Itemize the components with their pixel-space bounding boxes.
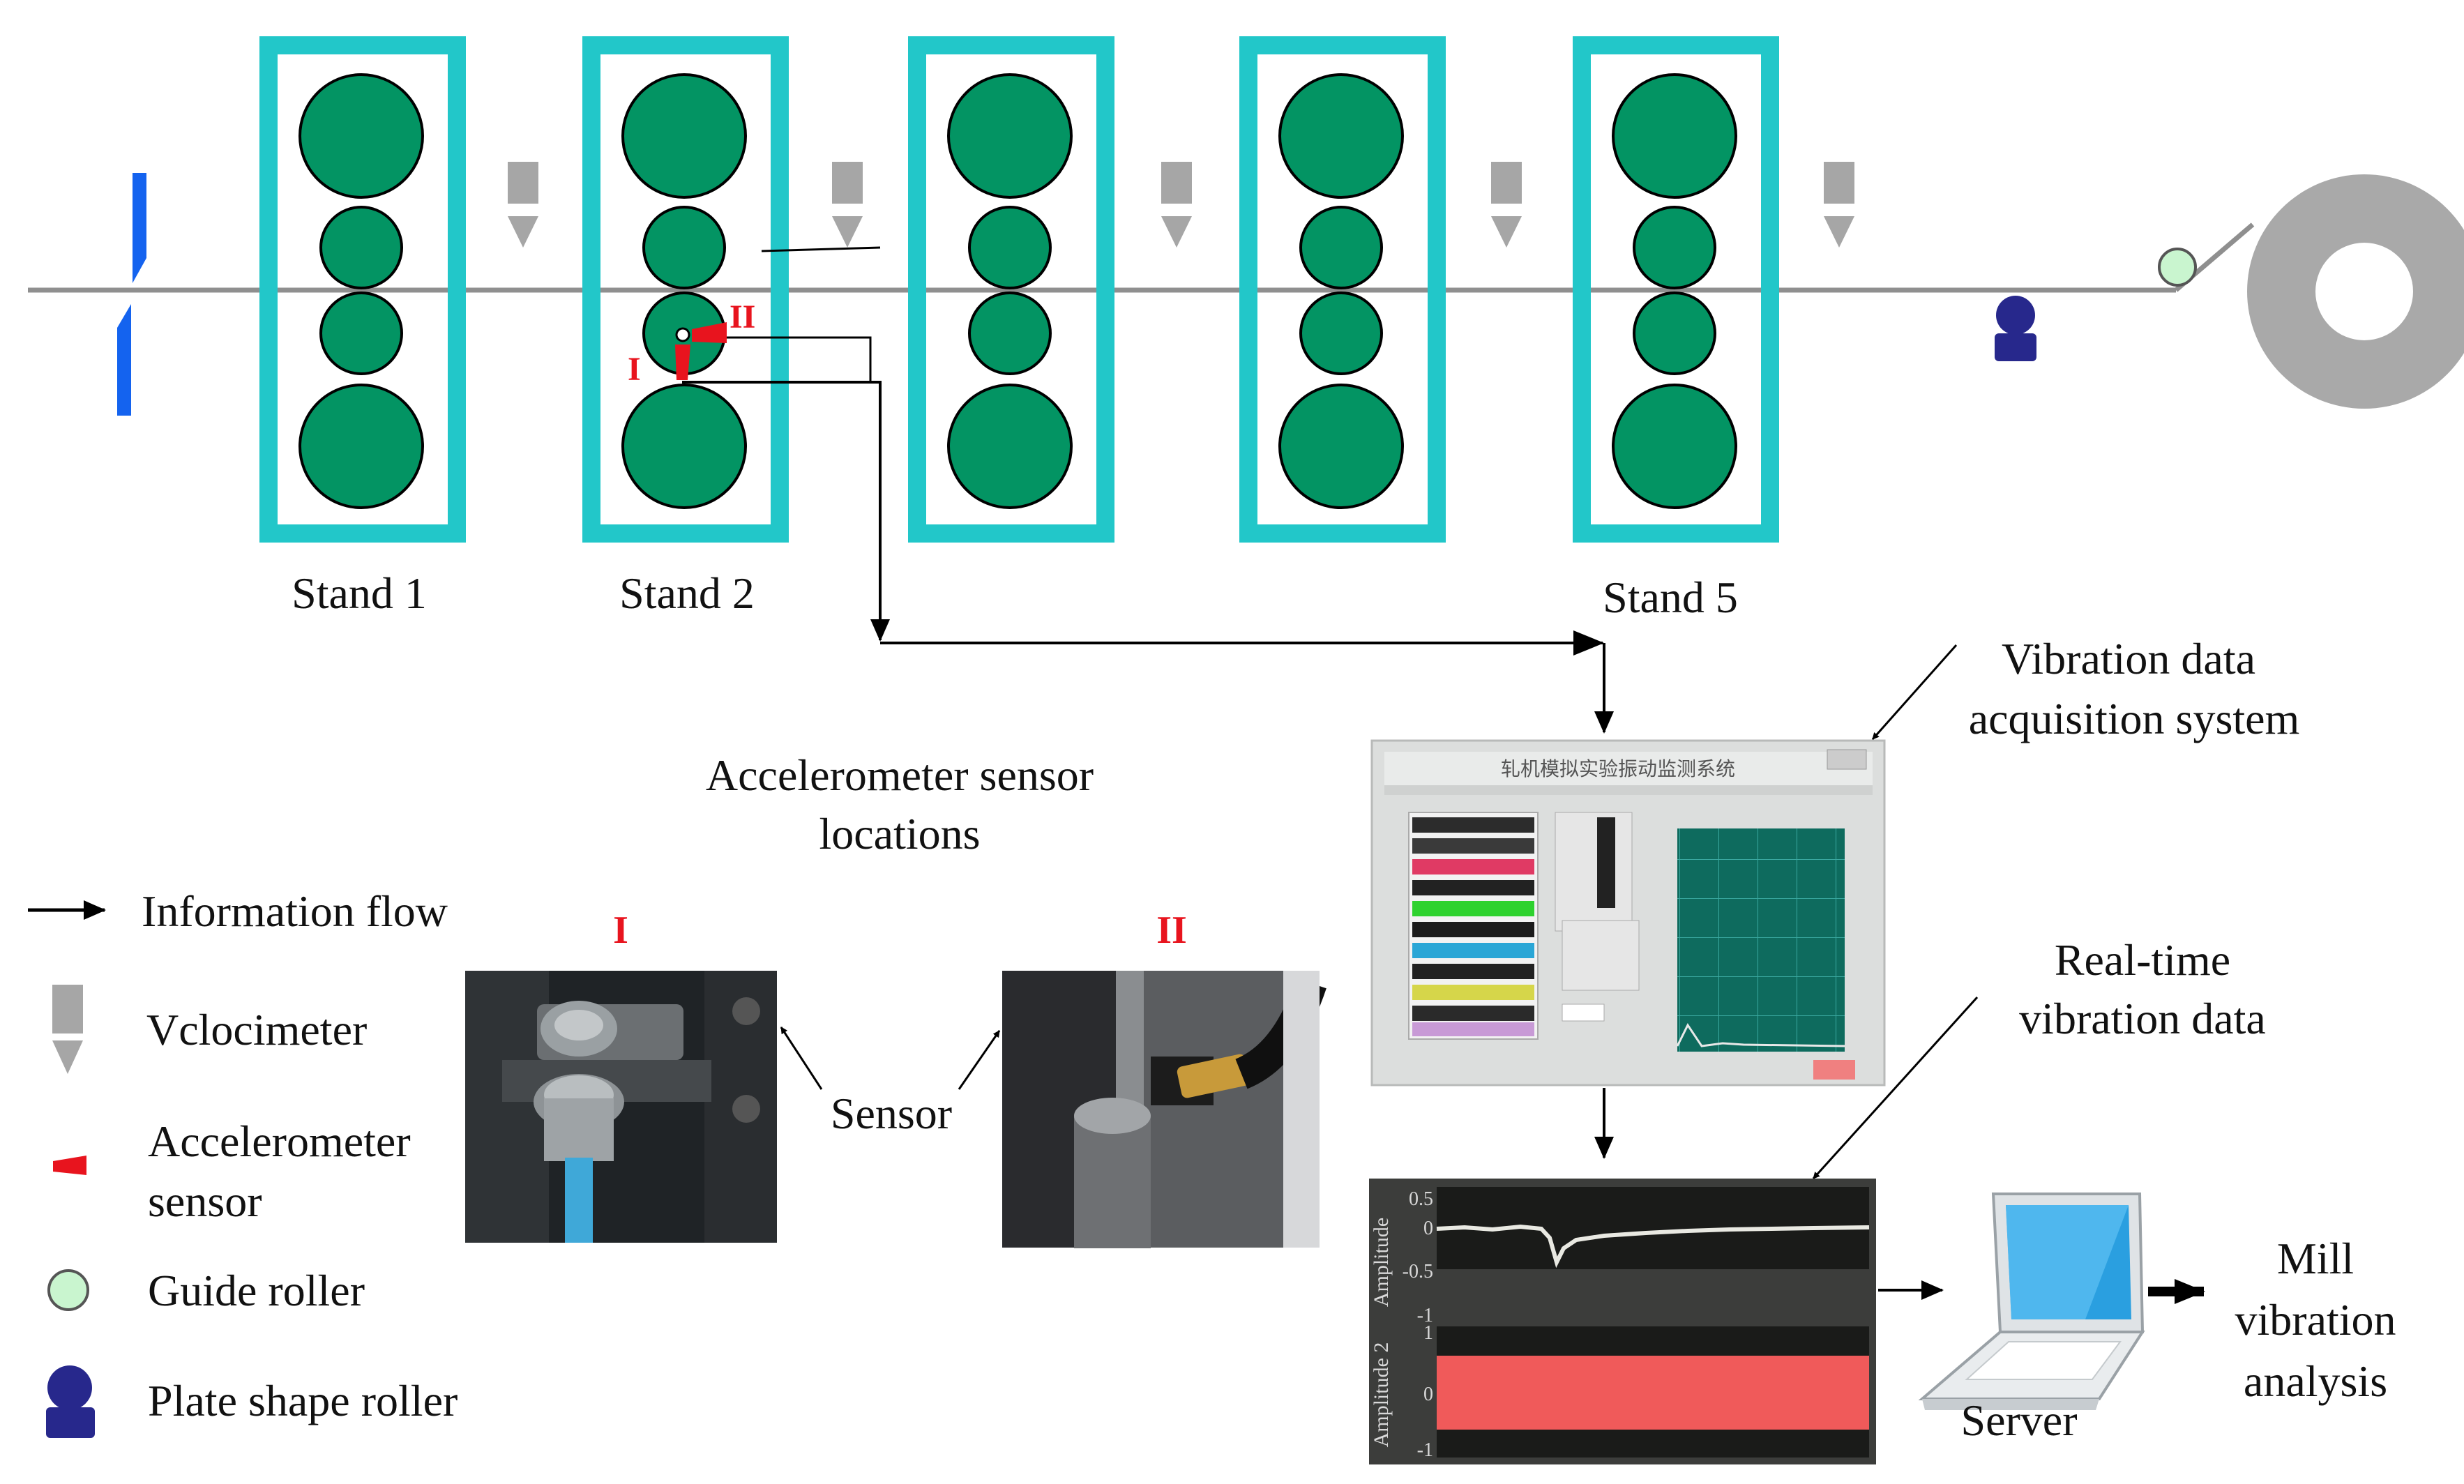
sensor-locations-title-line2: locations [819, 809, 980, 858]
velocimeter-icon [508, 162, 538, 248]
analysis-line3: analysis [2244, 1356, 2387, 1406]
amp2-tick-1: 0 [1423, 1384, 1433, 1405]
realtime-label-line1: Real-time [2055, 935, 2230, 985]
sensor-label: Sensor [831, 1089, 952, 1138]
sensor-arrow-to-photo-I [780, 1027, 823, 1090]
signal-line-I [682, 381, 890, 642]
roll [298, 384, 424, 509]
legend-plate-shape-roller-icon [46, 1365, 95, 1438]
roll [947, 384, 1073, 509]
legend-guide-roller-icon [47, 1269, 89, 1311]
realtime-screen: 0.5 0 -0.5 -1 1 0 -1 Amplitude Amplitude… [1369, 1179, 1876, 1464]
legend-velocimeter: Vclocimeter [146, 1005, 367, 1054]
accelerometer-sensor-marks [675, 322, 727, 380]
velocimeter-icon [1161, 162, 1192, 248]
amp1-tick-1: 0 [1423, 1218, 1433, 1239]
roll [1278, 384, 1404, 509]
roll [1612, 73, 1737, 199]
amp1-tick-3: -1 [1417, 1305, 1433, 1326]
roll [1633, 206, 1716, 289]
stand-5 [1573, 36, 1779, 543]
acquisition-screen: 轧机模拟实验振动监测系统 [1370, 739, 1886, 1086]
roll [968, 292, 1052, 375]
guide-roller-icon [2158, 248, 2197, 287]
velocimeter-icon [1491, 162, 1522, 248]
entry-cutter-icon [117, 173, 146, 416]
stand-1-label: Stand 1 [292, 568, 427, 618]
sensor-arrow-to-photo-II [958, 1030, 1001, 1090]
velocimeter-icon [1824, 162, 1854, 248]
realtime-pointer [1812, 996, 1979, 1180]
stand-4 [1239, 36, 1446, 543]
signal-line-II [727, 336, 872, 384]
amplitude-1-axis-label: Amplitude [1370, 1218, 1393, 1307]
acquisition-label-line1: Vibration data [2002, 634, 2255, 683]
amp2-tick-2: -1 [1417, 1439, 1433, 1461]
sensor-photo-I [465, 971, 777, 1243]
legend-velocimeter-icon [52, 985, 83, 1074]
roll [319, 292, 403, 375]
roll [947, 73, 1073, 199]
roll [1299, 292, 1383, 375]
analysis-line2: vibration [2235, 1295, 2396, 1345]
roll [298, 73, 424, 199]
amplitude-1-trace [1436, 1224, 1870, 1269]
stand-3 [908, 36, 1114, 543]
roll [319, 206, 403, 289]
sensor-locations-title-line1: Accelerometer sensor [706, 750, 1094, 800]
legend-accelerometer-icon [53, 1156, 86, 1175]
amp2-tick-0: 1 [1423, 1322, 1433, 1344]
sensor-photo-II [1002, 971, 1327, 1248]
stand-1 [259, 36, 466, 543]
roll [621, 384, 747, 509]
plate-shape-roller-icon [1995, 296, 2036, 361]
legend-guide-roller: Guide roller [148, 1266, 365, 1315]
amp1-tick-2: -0.5 [1403, 1261, 1433, 1282]
amplitude-2-axis-label: Amplitude 2 [1370, 1342, 1393, 1448]
stand-5-label: Stand 5 [1603, 573, 1738, 622]
marker-I: I [628, 351, 641, 388]
roll [1612, 384, 1737, 509]
roll [1633, 292, 1716, 375]
acquisition-label-line2: acquisition system [1969, 694, 2300, 743]
amp1-tick-0: 0.5 [1409, 1188, 1433, 1210]
roll [968, 206, 1052, 289]
photo-I-label: I [613, 909, 628, 952]
stand-2-label: Stand 2 [619, 568, 755, 618]
acquisition-pointer [1871, 644, 1958, 740]
roll [1299, 206, 1383, 289]
acquisition-window-title: 轧机模拟实验振动监测系统 [1501, 757, 1735, 780]
coil-icon [2247, 174, 2464, 409]
legend-accelerometer-line1: Accelerometer [148, 1116, 411, 1166]
legend-info-flow: Information flow [142, 886, 448, 936]
roll [621, 73, 747, 199]
photo-II-label: II [1156, 909, 1187, 952]
legend-plate-shape-roller: Plate shape roller [148, 1376, 458, 1425]
velocimeter-icon [832, 162, 863, 248]
roll [642, 206, 726, 289]
legend-accelerometer-line2: sensor [148, 1176, 262, 1226]
measurement-line [761, 246, 881, 252]
server-laptop-icon [1918, 1192, 2145, 1410]
marker-II: II [730, 298, 755, 335]
server-label: Server [1960, 1395, 2077, 1445]
roll [1278, 73, 1404, 199]
realtime-label-line2: vibration data [2019, 994, 2266, 1043]
analysis-line1: Mill [2277, 1234, 2354, 1283]
